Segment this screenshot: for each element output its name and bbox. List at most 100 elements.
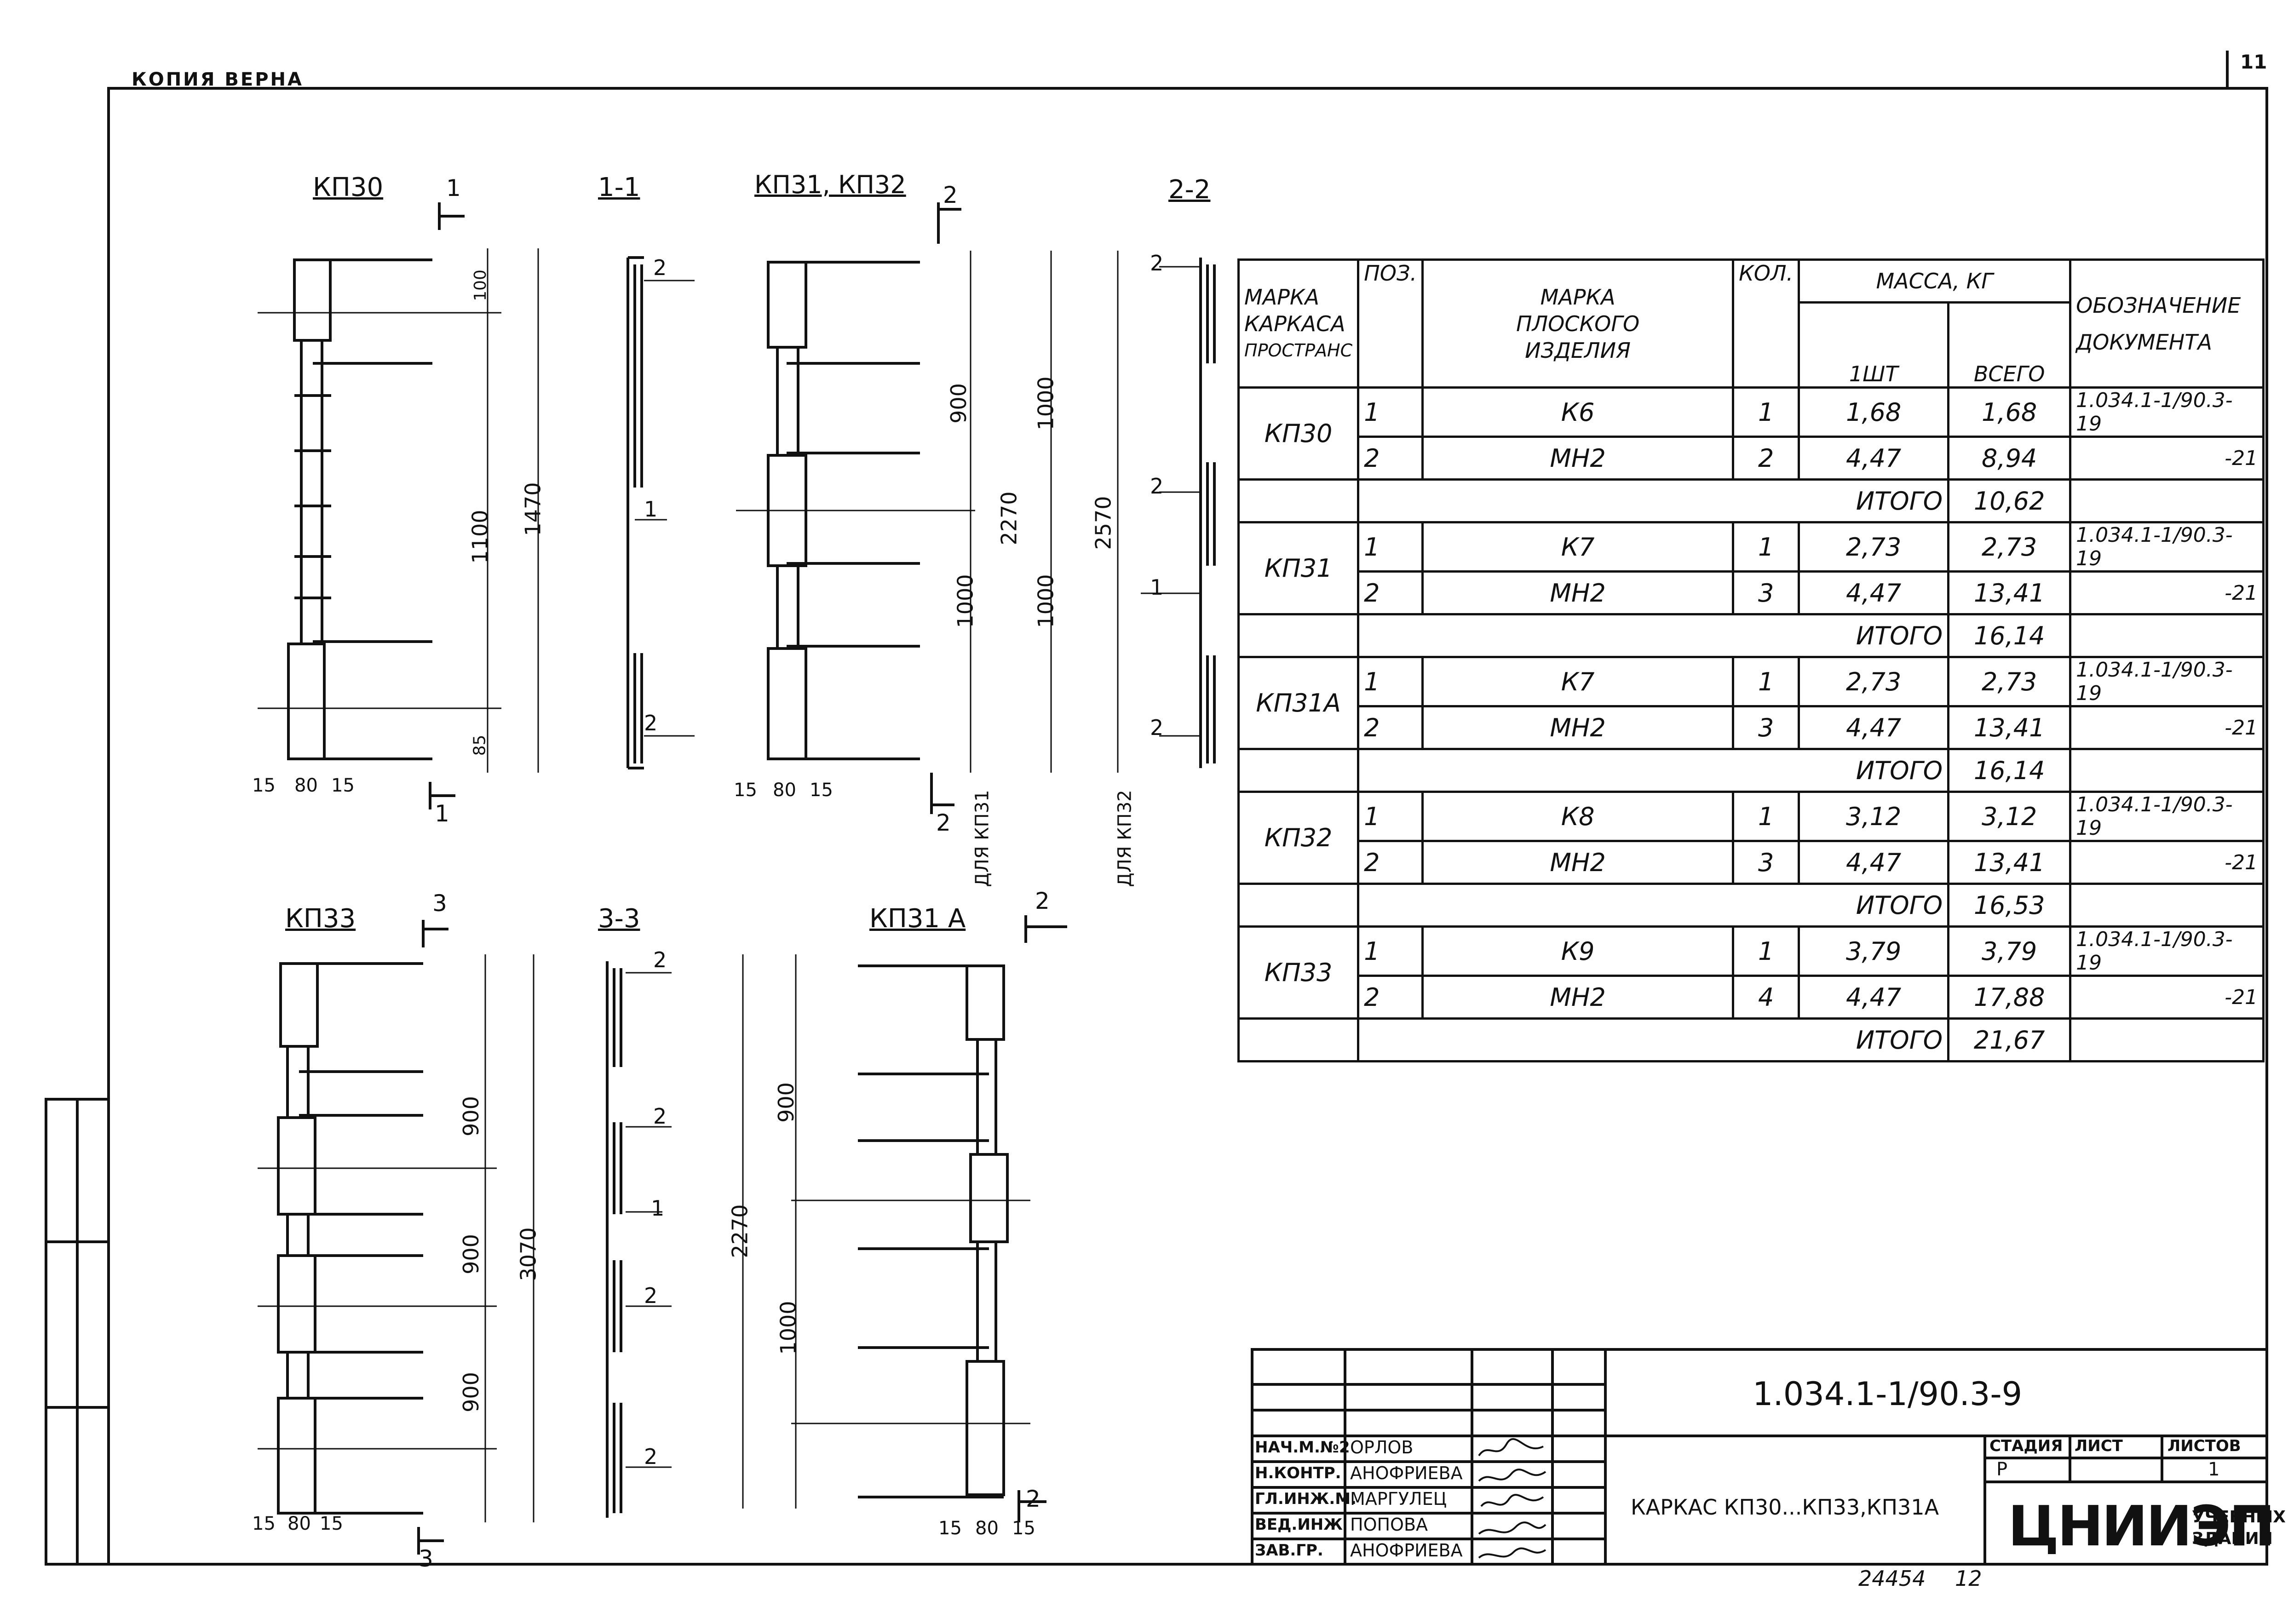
label-sec11: 1-1 <box>598 172 640 202</box>
signer-name: ПОПОВА <box>1350 1515 1428 1535</box>
header-doc: ОБОЗНАЧЕНИЕ ДОКУМЕНТА <box>2069 258 2265 389</box>
signer-name: ОРЛОВ <box>1350 1437 1414 1458</box>
dim-2270: 2270 <box>727 1204 753 1258</box>
cut-marker-2a-bottom: 2 <box>1026 1486 1041 1512</box>
pos-label: 2 <box>1150 715 1164 740</box>
cut-marker-3-top: 3 <box>432 890 447 917</box>
dim-1000: 1000 <box>1033 574 1058 628</box>
pos-label: 2 <box>644 1283 658 1308</box>
dim-80: 80 <box>975 1518 999 1539</box>
signer-name: АНОФРИЕВА <box>1350 1463 1463 1483</box>
org-sub-1: УЧЕБНЫХ <box>2192 1508 2286 1526</box>
dim-1000: 1000 <box>1033 376 1058 430</box>
sheets-value: 1 <box>2208 1459 2220 1480</box>
label-kp30: КП30 <box>313 172 384 202</box>
table-row: 2 МН2 3 4,47 13,41 -21 <box>1239 840 2265 885</box>
dim-15: 15 <box>810 780 833 801</box>
header-mass-total: ВСЕГО <box>1947 301 2072 389</box>
dim-15: 15 <box>320 1513 343 1534</box>
label-kp31a: КП31 А <box>869 904 966 934</box>
kp31a-elevation <box>742 915 1067 1522</box>
frame-mark: КП31А <box>1237 656 1360 750</box>
cut-marker-3-bottom: 3 <box>419 1545 433 1572</box>
table-row: 2 МН2 2 4,47 8,94 -21 <box>1239 436 2265 481</box>
kp33-elevation <box>258 920 535 1555</box>
pos-label: 2 <box>1150 474 1164 499</box>
document-code: 1.034.1-1/90.3-9 <box>1753 1375 2023 1413</box>
dim-900: 900 <box>458 1372 483 1412</box>
dim-900: 900 <box>458 1096 483 1136</box>
inventory-number: 24454 <box>1858 1566 1926 1591</box>
table-row: КП31 1 К7 1 2,73 2,73 1.034.1-1/90.3-19 <box>1237 521 2265 615</box>
signer-name: МАРГУЛЕЦ <box>1350 1489 1447 1509</box>
signer-role: ГЛ.ИНЖ.М. <box>1255 1490 1357 1508</box>
table-row: КП31А 1 К7 1 2,73 2,73 1.034.1-1/90.3-19 <box>1237 656 2265 750</box>
sec33-drawing <box>606 961 672 1518</box>
signer-name: АНОФРИЕВА <box>1350 1540 1463 1561</box>
dim-1470: 1470 <box>520 482 546 536</box>
cut-marker-2-bottom: 2 <box>936 809 951 836</box>
header-flat-mark: МАРКА ПЛОСКОГО ИЗДЕЛИЯ <box>1421 258 1735 389</box>
pos-label: 2 <box>644 1444 658 1469</box>
kp3132-elevation <box>736 202 1119 814</box>
org-logo: ЦНИИЭП <box>2008 1495 2275 1559</box>
stage-label: СТАДИЯ <box>1989 1437 2063 1455</box>
frame-mark: КП31 <box>1237 521 1360 615</box>
dim-2270: 2270 <box>996 491 1022 545</box>
dim-15: 15 <box>734 780 757 801</box>
total-row: ИТОГО 16,14 <box>1237 748 2265 793</box>
signer-role: ВЕД.ИНЖ <box>1255 1515 1343 1534</box>
total-row: ИТОГО 21,67 <box>1237 1017 2265 1062</box>
stage-value: Р <box>1996 1459 2008 1480</box>
total-row: ИТОГО 10,62 <box>1237 478 2265 523</box>
dim-900: 900 <box>773 1082 799 1123</box>
drawing-title: КАРКАС КП30...КП33,КП31А <box>1631 1495 1939 1520</box>
dim-100: 100 <box>471 270 490 301</box>
label-kp3132: КП31, КП32 <box>754 170 906 199</box>
table-row: КП32 1 К8 1 3,12 3,12 1.034.1-1/90.3-19 <box>1237 791 2265 885</box>
specification-table: МАРКА КАРКАСА ПРОСТРАНС ПОЗ. МАРКА ПЛОСК… <box>1237 258 2265 1062</box>
dim-85: 85 <box>470 735 489 756</box>
sheets-label: ЛИСТОВ <box>2167 1437 2241 1455</box>
cut-marker-2a-top: 2 <box>1035 888 1050 914</box>
pos-label: 1 <box>644 497 658 522</box>
table-row: КП33 1 К9 1 3,79 3,79 1.034.1-1/90.3-19 <box>1237 925 2265 1020</box>
frame-mark: КП30 <box>1237 386 1360 481</box>
cut-marker-1-bottom: 1 <box>435 800 449 827</box>
signer-role: ЗАВ.ГР. <box>1255 1541 1323 1560</box>
dim-900: 900 <box>946 383 971 424</box>
sheet-label: ЛИСТ <box>2075 1437 2123 1455</box>
header-mass-each: 1ШТ <box>1798 301 1950 389</box>
table-row: 2 МН2 3 4,47 13,41 -21 <box>1239 705 2265 750</box>
cut-marker-1-top: 1 <box>446 175 461 201</box>
frame-mark: КП32 <box>1237 791 1360 885</box>
label-kp33: КП33 <box>285 904 356 934</box>
dim-15: 15 <box>331 775 355 796</box>
dim-1000: 1000 <box>776 1301 801 1355</box>
dim-80: 80 <box>294 775 318 796</box>
kp30-elevation <box>258 202 539 809</box>
sec22-drawing <box>1141 258 1216 768</box>
note-for-kp31: ДЛЯ КП31 <box>972 790 993 887</box>
header-mass: МАССА, КГ <box>1798 258 2072 304</box>
dim-2570: 2570 <box>1091 496 1116 550</box>
table-row: 2 МН2 3 4,47 13,41 -21 <box>1239 570 2265 615</box>
dim-15: 15 <box>1012 1518 1035 1539</box>
title-block-frame <box>1251 1348 2268 1566</box>
sheet-frame <box>107 87 2268 1566</box>
total-row: ИТОГО 16,14 <box>1237 613 2265 658</box>
cut-marker-2-top: 2 <box>943 182 958 208</box>
dim-15: 15 <box>252 775 276 796</box>
signature-marks <box>1478 1438 1546 1559</box>
table-row: КП30 1 К6 1 1,68 1,68 1.034.1-1/90.3-19 <box>1237 386 2265 481</box>
total-row: ИТОГО 16,53 <box>1237 883 2265 928</box>
copy-note: КОПИЯ ВЕРНА <box>132 69 304 90</box>
dim-15: 15 <box>252 1513 276 1534</box>
label-sec22: 2-2 <box>1168 175 1211 205</box>
dim-1100: 1100 <box>467 510 493 564</box>
dim-80: 80 <box>287 1513 311 1534</box>
signer-role: НАЧ.М.№2 <box>1255 1438 1350 1457</box>
org-sub-2: ЗДАНИЙ <box>2192 1529 2273 1548</box>
dim-1000: 1000 <box>953 574 978 628</box>
